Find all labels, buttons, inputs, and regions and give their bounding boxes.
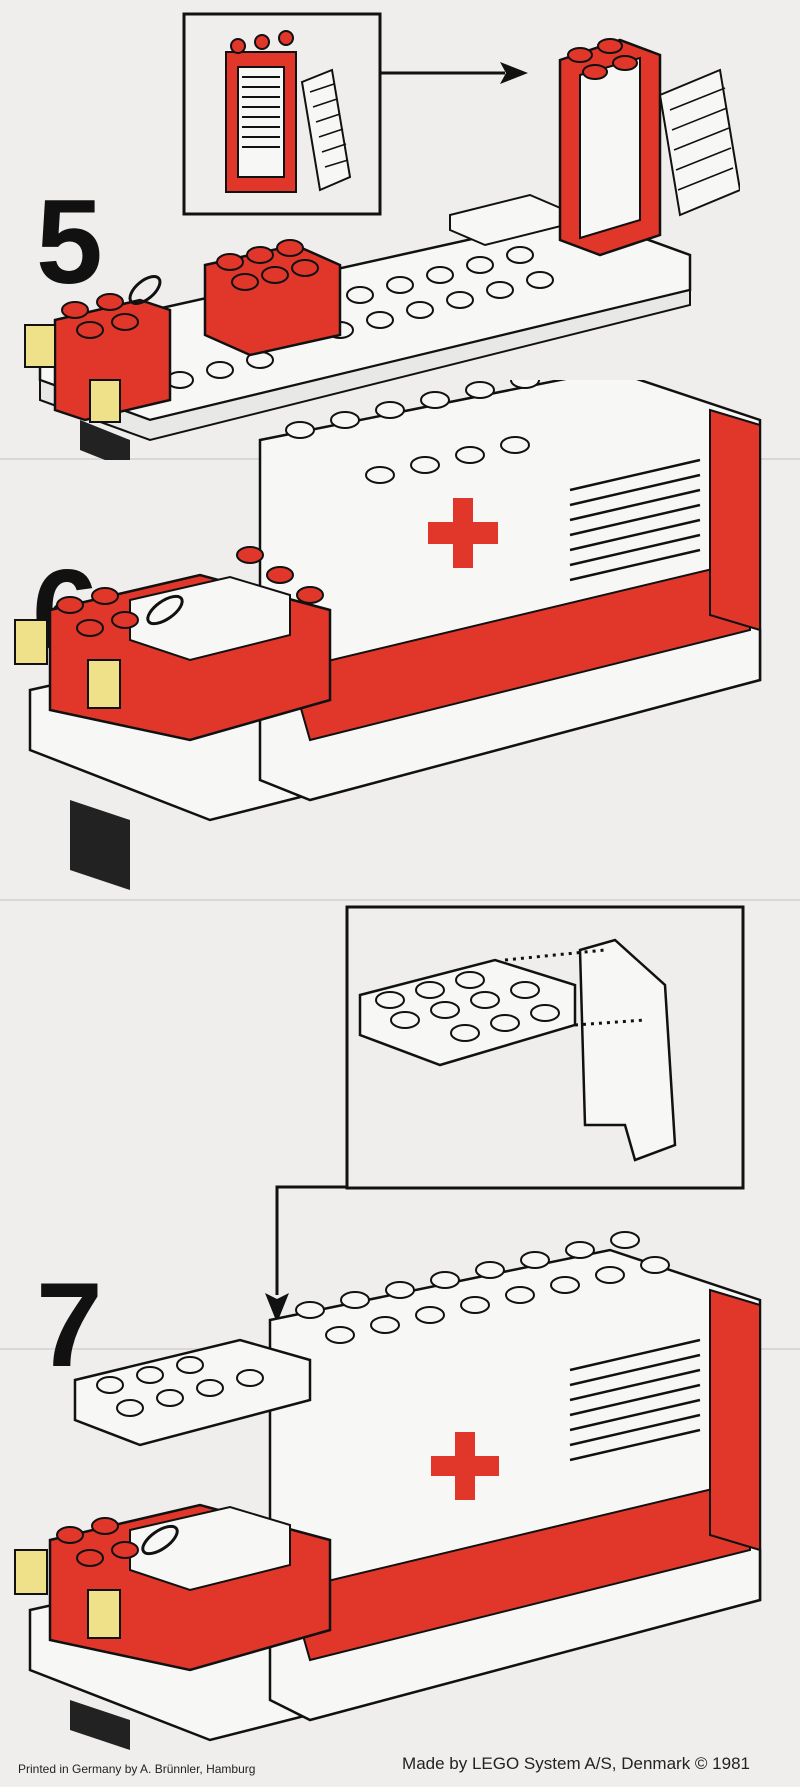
step-7-ambulance [14,1231,762,1750]
step-6-ambulance [14,380,762,890]
step-5-inset-box [182,12,382,216]
arrow-right-icon [380,62,528,84]
manufacturer-credit: Made by LEGO System A/S, Denmark © 1981 [402,1754,750,1773]
step-5-chassis [24,38,740,460]
step-number-5: 5 [36,175,103,309]
red-cross-icon [428,498,498,568]
steering-wheel-icon [128,275,162,305]
arrow-down-icon [265,1185,347,1323]
step-7-inset-box [345,905,745,1190]
red-cross-icon [431,1432,499,1500]
printed-credit: Printed in Germany by A. Brünnler, Hambu… [18,1762,256,1776]
page-fold [0,899,800,901]
step-number-7: 7 [36,1258,103,1392]
